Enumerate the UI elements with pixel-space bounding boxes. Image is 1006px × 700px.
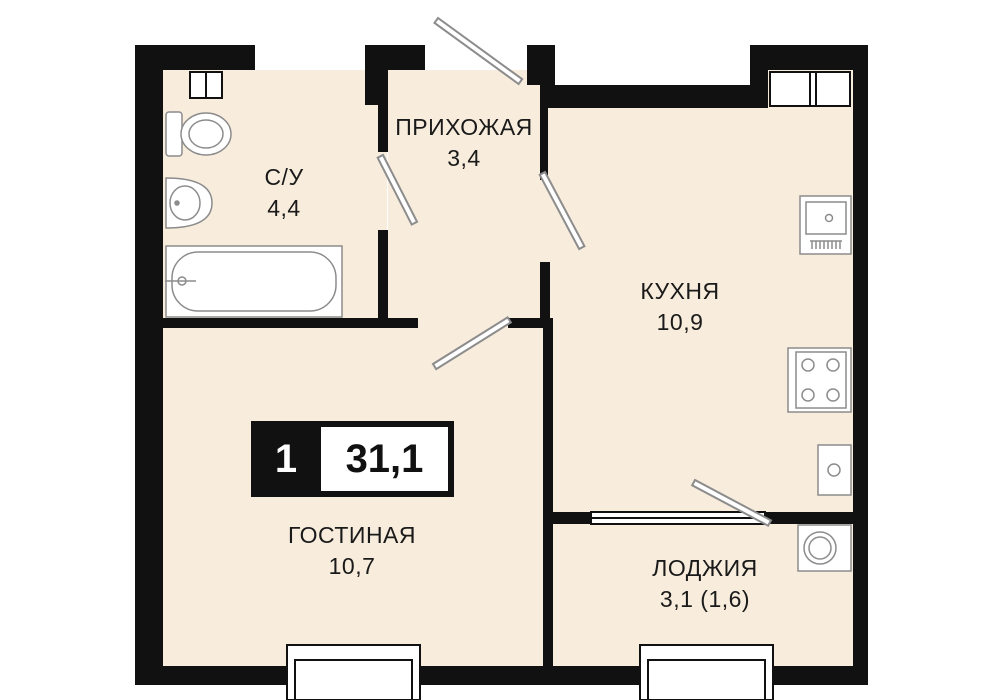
hallway-floor: [388, 70, 543, 321]
kitchen-label: КУХНЯ 10,9: [620, 276, 740, 338]
entrance-door-leaf: [433, 16, 524, 86]
kitchen-name: КУХНЯ: [640, 278, 720, 304]
wall-left: [135, 45, 163, 685]
bathroom-name: С/У: [264, 164, 304, 190]
living-label: ГОСТИНАЯ 10,7: [262, 520, 442, 582]
wall-kitchen-loggia: [543, 512, 591, 524]
bathroom-area: 4,4: [267, 195, 301, 221]
sink-icon: [165, 177, 213, 229]
wall-bath-bottom: [163, 318, 418, 328]
kitchen-floor: [543, 108, 853, 514]
wall-hall-kitchen-mid: [540, 262, 550, 322]
loggia-name: ЛОДЖИЯ: [652, 555, 758, 581]
room-count: 1: [274, 437, 298, 481]
hallway-label: ПРИХОЖАЯ 3,4: [384, 112, 544, 174]
kitchen-sink-icon: [799, 195, 852, 255]
toilet-icon: [165, 111, 232, 157]
wall-bath-hall: [378, 70, 388, 152]
loggia-door-leaf: [690, 478, 773, 528]
kitchen-fixtures: [787, 195, 852, 496]
hallway-area: 3,4: [447, 145, 481, 171]
wall-hall-bottom: [508, 318, 550, 328]
wall-top-right: [750, 45, 868, 70]
living-name: ГОСТИНАЯ: [287, 522, 417, 548]
loggia-area: 3,1 (1,6): [659, 586, 751, 612]
wall-hall-kitchen-top: [540, 70, 548, 180]
floor-areas: [163, 70, 853, 666]
wall-bath-hall-lower: [378, 230, 388, 326]
hallway-name: ПРИХОЖАЯ: [395, 114, 533, 140]
windows: [189, 71, 851, 700]
bathroom-fixtures: [165, 111, 343, 318]
bathroom-door-leaf: [376, 153, 419, 226]
doors: [376, 16, 773, 528]
wall-top-kitchen: [540, 85, 768, 108]
bathtub-icon: [165, 245, 343, 318]
loggia-label: ЛОДЖИЯ 3,1 (1,6): [620, 553, 790, 615]
total-area-box: 31,1: [321, 427, 448, 491]
apartment-badge: 1 31,1: [251, 421, 454, 497]
washer-icon: [797, 524, 852, 572]
fridge-icon: [817, 444, 852, 496]
living-door-leaf: [431, 315, 513, 371]
wall-top-bathroom: [135, 45, 255, 70]
stove-icon: [787, 347, 852, 413]
kitchen-door-leaf: [538, 170, 586, 251]
kitchen-area: 10,9: [656, 309, 704, 335]
total-area: 31,1: [345, 437, 424, 481]
wall-living-kitchen: [543, 318, 553, 685]
wall-kitchen-loggia-right: [765, 512, 853, 524]
wall-right: [853, 45, 868, 685]
bathroom-label: С/У 4,4: [244, 162, 324, 224]
living-area: 10,7: [328, 553, 376, 579]
